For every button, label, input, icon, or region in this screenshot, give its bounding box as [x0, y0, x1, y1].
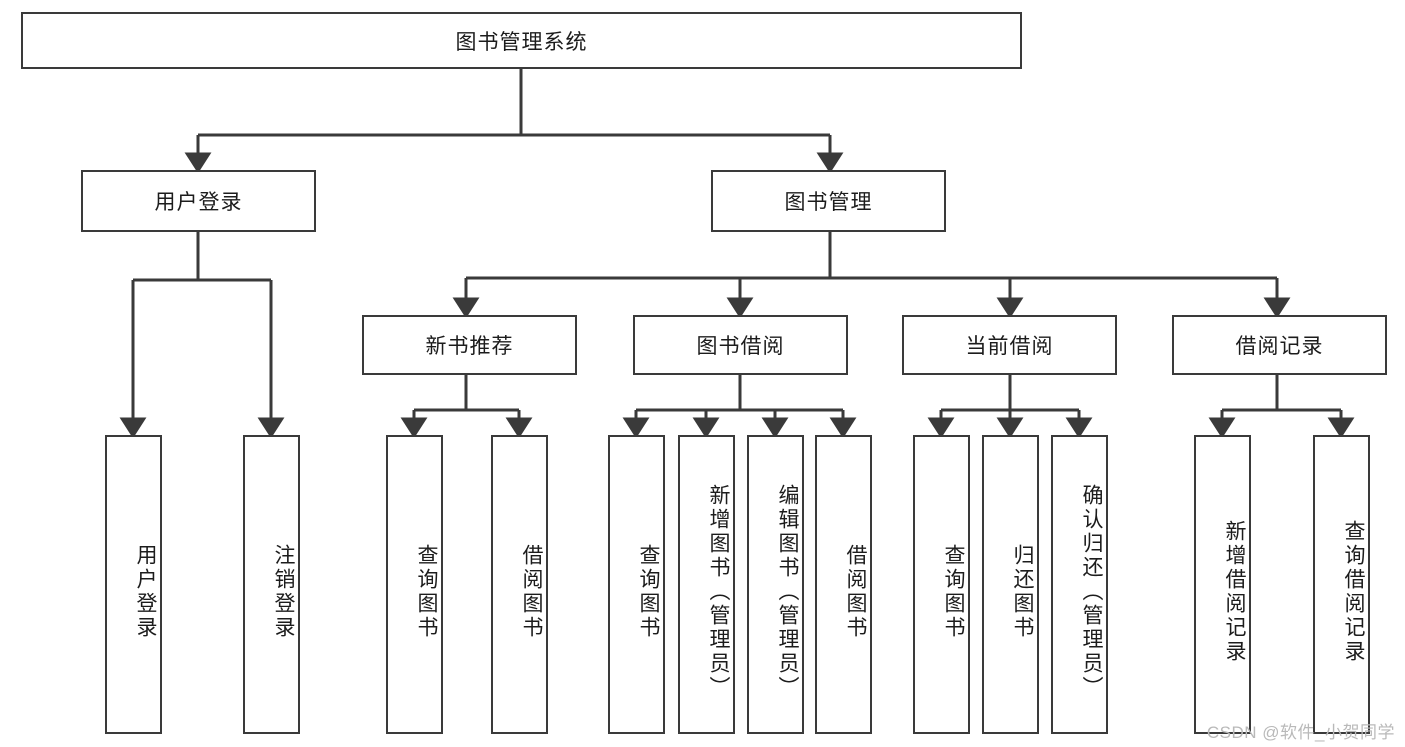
- node-new-book-rec-label: 新书推荐: [425, 335, 514, 358]
- leaf-add-record[interactable]: 新增借阅记录: [1194, 435, 1251, 734]
- node-current-borrow[interactable]: 当前借阅: [902, 315, 1117, 375]
- watermark: CSDN @软件_小贺同学: [1206, 723, 1395, 742]
- leaf-edit-book-label: 编辑图书（管理员）: [776, 483, 799, 700]
- leaf-query-book-2[interactable]: 查询图书: [608, 435, 665, 734]
- leaf-borrow-book-2[interactable]: 借阅图书: [815, 435, 872, 734]
- leaf-query-book-2-label: 查询图书: [637, 543, 660, 640]
- node-root[interactable]: 图书管理系统: [21, 12, 1022, 69]
- node-root-label: 图书管理系统: [455, 30, 588, 54]
- leaf-user-logout-label: 注销登录: [272, 543, 295, 640]
- leaf-add-book[interactable]: 新增图书（管理员）: [678, 435, 735, 734]
- node-book-borrow-label: 图书借阅: [696, 335, 785, 358]
- leaf-query-book-1-label: 查询图书: [415, 543, 438, 640]
- node-borrow-record-label: 借阅记录: [1235, 335, 1324, 358]
- leaf-query-record[interactable]: 查询借阅记录: [1313, 435, 1370, 734]
- node-book-borrow[interactable]: 图书借阅: [633, 315, 848, 375]
- leaf-borrow-book-2-label: 借阅图书: [844, 543, 867, 640]
- node-new-book-rec[interactable]: 新书推荐: [362, 315, 577, 375]
- leaf-return-book-label: 归还图书: [1011, 543, 1034, 640]
- node-user-login[interactable]: 用户登录: [81, 170, 316, 232]
- node-user-login-label: 用户登录: [154, 191, 243, 214]
- leaf-add-record-label: 新增借阅记录: [1223, 519, 1246, 664]
- leaf-query-book-1[interactable]: 查询图书: [386, 435, 443, 734]
- leaf-edit-book[interactable]: 编辑图书（管理员）: [747, 435, 804, 734]
- leaf-return-book[interactable]: 归还图书: [982, 435, 1039, 734]
- leaf-confirm-return[interactable]: 确认归还（管理员）: [1051, 435, 1108, 734]
- leaf-user-login[interactable]: 用户登录: [105, 435, 162, 734]
- leaf-query-book-3[interactable]: 查询图书: [913, 435, 970, 734]
- node-book-manage-label: 图书管理: [784, 191, 873, 214]
- leaf-user-logout[interactable]: 注销登录: [243, 435, 300, 734]
- leaf-user-login-label: 用户登录: [134, 543, 157, 640]
- leaf-confirm-return-label: 确认归还（管理员）: [1080, 483, 1103, 700]
- node-book-manage[interactable]: 图书管理: [711, 170, 946, 232]
- node-borrow-record[interactable]: 借阅记录: [1172, 315, 1387, 375]
- leaf-query-record-label: 查询借阅记录: [1342, 519, 1365, 664]
- leaf-borrow-book-1-label: 借阅图书: [520, 543, 543, 640]
- leaf-borrow-book-1[interactable]: 借阅图书: [491, 435, 548, 734]
- leaf-add-book-label: 新增图书（管理员）: [707, 483, 730, 700]
- node-current-borrow-label: 当前借阅: [965, 335, 1054, 358]
- leaf-query-book-3-label: 查询图书: [942, 543, 965, 640]
